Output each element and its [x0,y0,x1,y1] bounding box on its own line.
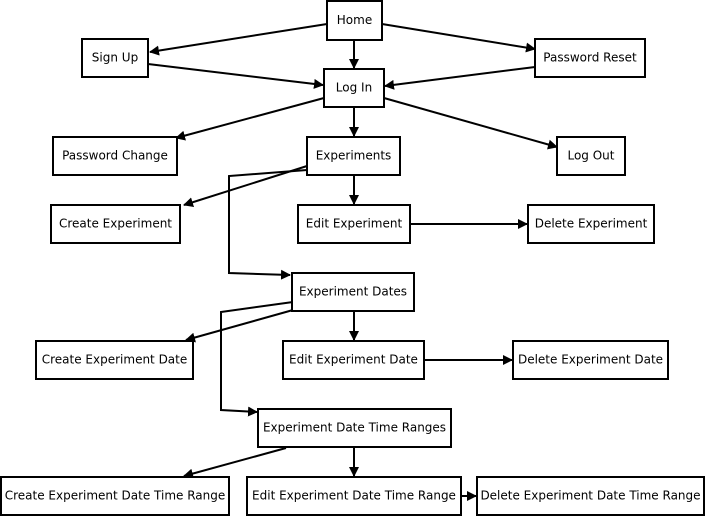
edges [147,23,558,501]
node-delete-experiment: Delete Experiment [527,204,655,244]
node-password-reset-label: Password Reset [543,51,637,65]
node-log-out: Log Out [556,136,626,176]
node-edit-experiment-date-time-range: Edit Experiment Date Time Range [246,476,462,516]
node-log-out-label: Log Out [567,149,614,163]
node-delete-experiment-date-time-range-label: Delete Experiment Date Time Range [480,489,700,503]
node-delete-experiment-date-time-range: Delete Experiment Date Time Range [476,476,705,516]
node-experiments: Experiments [306,136,401,176]
node-home: Home [326,0,383,41]
edge-password-reset-to-log-in [384,66,536,90]
edge-home-to-password-reset [381,23,536,53]
node-create-experiment-date-time-range-label: Create Experiment Date Time Range [5,489,226,503]
node-create-experiment-date-time-range: Create Experiment Date Time Range [0,476,230,516]
node-experiments-label: Experiments [316,149,392,163]
node-password-reset: Password Reset [534,38,646,78]
edge-experiments-to-experiment-dates [228,169,308,280]
edge-experiment-dates-to-experiment-date-time-ranges [220,301,294,417]
node-edit-experiment: Edit Experiment [297,204,411,244]
edge-log-in-to-password-change [175,97,325,141]
edge-time-ranges-to-create-time-range [183,447,287,479]
node-password-change: Password Change [52,136,178,176]
node-create-experiment-date-label: Create Experiment Date [42,353,188,367]
node-log-in: Log In [323,68,385,108]
node-experiment-dates: Experiment Dates [291,272,415,312]
node-password-change-label: Password Change [62,149,168,163]
node-edit-experiment-label: Edit Experiment [306,217,403,231]
node-create-experiment-date: Create Experiment Date [35,340,194,380]
node-create-experiment: Create Experiment [50,204,181,244]
node-create-experiment-label: Create Experiment [59,217,172,231]
edge-sign-up-to-log-in [147,63,324,89]
node-delete-experiment-date-label: Delete Experiment Date [518,353,663,367]
node-home-label: Home [337,13,372,27]
edge-experiment-dates-to-create-experiment-date [185,309,294,343]
node-experiment-dates-label: Experiment Dates [299,285,407,299]
node-delete-experiment-date: Delete Experiment Date [512,340,669,380]
edge-log-in-to-log-out [383,97,558,150]
node-sign-up-label: Sign Up [92,51,138,65]
node-experiment-date-time-ranges-label: Experiment Date Time Ranges [263,421,446,435]
node-edit-experiment-date-label: Edit Experiment Date [289,353,418,367]
node-log-in-label: Log In [336,81,372,95]
node-edit-experiment-date: Edit Experiment Date [282,340,425,380]
node-experiment-date-time-ranges: Experiment Date Time Ranges [257,408,452,448]
node-sign-up: Sign Up [81,38,149,78]
node-edit-experiment-date-time-range-label: Edit Experiment Date Time Range [252,489,456,503]
node-delete-experiment-label: Delete Experiment [535,217,648,231]
edge-home-to-sign-up [149,23,328,56]
